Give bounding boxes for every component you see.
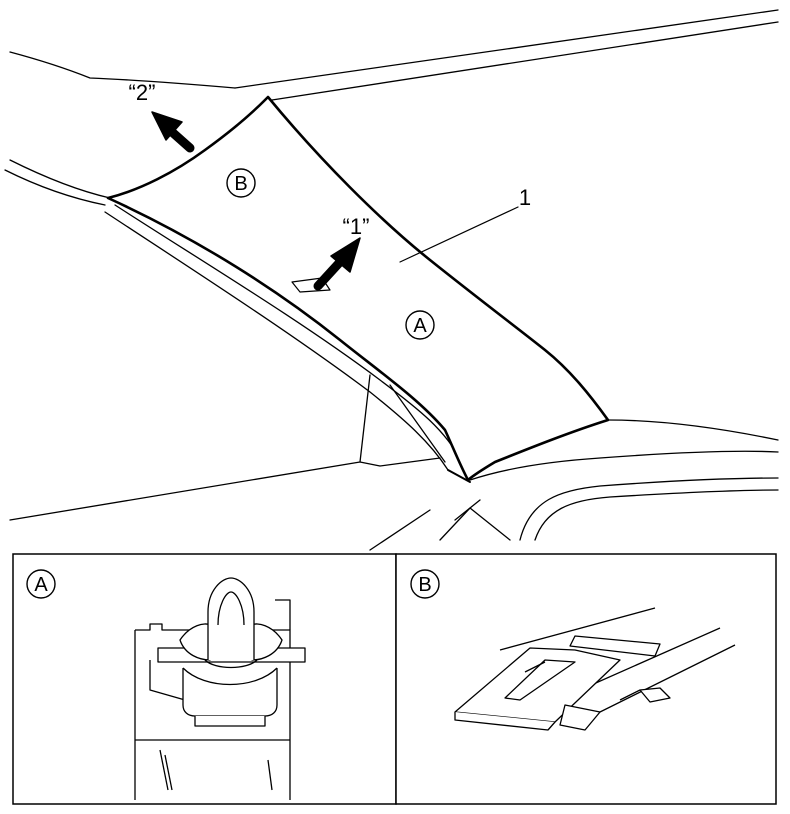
arrow-1 [313,237,361,291]
marker-b-main: B [226,168,256,198]
part-number-label: 1 [519,185,531,210]
marker-a-detail: A [26,569,56,599]
marker-b-main-label: B [234,173,247,195]
roof-lines [4,9,779,206]
marker-b-detail: B [410,569,440,599]
marker-a-detail-label: A [34,574,48,596]
main-view [4,9,779,551]
marker-a-main: A [405,310,435,340]
clip-detail-a [134,577,306,800]
marker-b-detail-label: B [418,574,431,596]
callout-2-label: “2” [129,80,156,105]
marker-a-main-label: A [413,315,427,337]
windshield-edge [104,204,463,471]
clip-detail-b [454,607,736,731]
pillar-trim-part-1 [106,95,610,483]
arrow-2 [151,111,195,153]
part-1-leader-line [399,206,519,263]
callout-1-label: “1” [343,214,370,239]
door-lines [9,374,779,551]
